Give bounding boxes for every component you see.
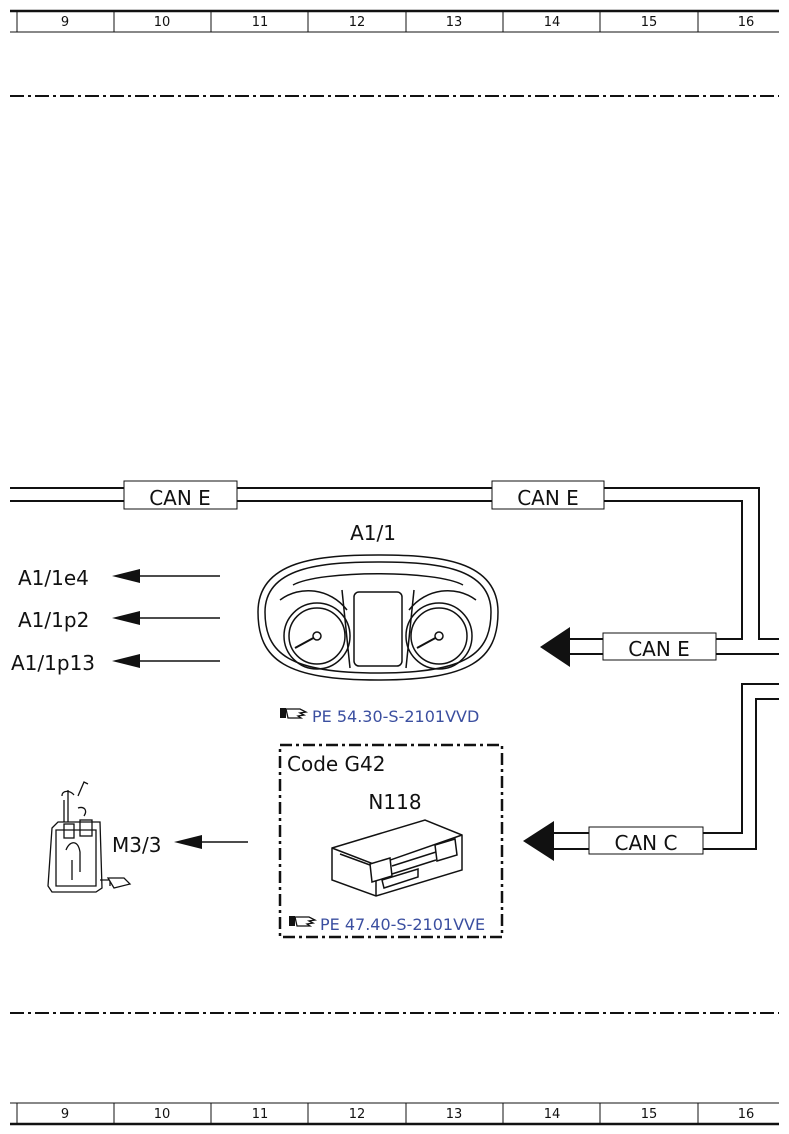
cluster-reference[interactable]: PE 54.30-S-2101VVD bbox=[280, 707, 479, 726]
module-reference-link[interactable]: PE 47.40-S-2101VVE bbox=[320, 915, 485, 934]
grid-col-10: 10 bbox=[154, 15, 171, 30]
can-e-bus-lines bbox=[10, 487, 779, 655]
grid-bottom-col-16: 16 bbox=[738, 1107, 755, 1122]
cluster-output-p2-label: A1/1p2 bbox=[18, 608, 89, 632]
can-e-label-right: CAN E bbox=[491, 480, 605, 510]
module-n118-label: N118 bbox=[368, 790, 421, 814]
cluster-reference-link[interactable]: PE 54.30-S-2101VVD bbox=[312, 707, 479, 726]
can-c-label-text: CAN C bbox=[615, 831, 678, 855]
grid-bottom-col-11: 11 bbox=[252, 1107, 269, 1122]
grid-col-9: 9 bbox=[61, 15, 69, 30]
cluster-output-e4: A1/1e4 bbox=[18, 566, 220, 590]
cluster-title: A1/1 bbox=[350, 521, 396, 545]
can-e-label-right-text: CAN E bbox=[517, 486, 579, 510]
grid-bottom-col-9: 9 bbox=[61, 1107, 69, 1122]
can-c-input-arrow bbox=[523, 821, 554, 861]
can-e-label-cluster: CAN E bbox=[602, 632, 717, 661]
grid-col-14: 14 bbox=[544, 15, 561, 30]
bottom-grid-ruler: 9 10 11 12 13 14 15 16 bbox=[10, 1102, 779, 1126]
pointing-hand-icon-2 bbox=[289, 916, 318, 927]
grid-bottom-col-14: 14 bbox=[544, 1107, 561, 1122]
cluster-output-p2: A1/1p2 bbox=[18, 608, 220, 632]
cluster-output-p13: A1/1p13 bbox=[11, 651, 220, 675]
grid-col-13: 13 bbox=[446, 15, 463, 30]
option-code-label: Code G42 bbox=[287, 752, 386, 776]
module-reference[interactable]: PE 47.40-S-2101VVE bbox=[289, 915, 485, 934]
grid-col-15: 15 bbox=[641, 15, 658, 30]
grid-bottom-col-10: 10 bbox=[154, 1107, 171, 1122]
grid-col-11: 11 bbox=[252, 15, 269, 30]
grid-col-12: 12 bbox=[349, 15, 366, 30]
grid-bottom-col-12: 12 bbox=[349, 1107, 366, 1122]
can-e-label-left-text: CAN E bbox=[149, 486, 211, 510]
grid-bottom-col-13: 13 bbox=[446, 1107, 463, 1122]
fuel-pump-icon bbox=[47, 781, 132, 893]
grid-col-16: 16 bbox=[738, 15, 755, 30]
can-e-input-arrow bbox=[540, 627, 570, 667]
instrument-cluster-icon bbox=[257, 554, 499, 681]
can-e-label-cluster-text: CAN E bbox=[628, 637, 690, 661]
pointing-hand-icon bbox=[280, 708, 309, 719]
can-e-label-left: CAN E bbox=[123, 480, 238, 510]
cluster-output-e4-label: A1/1e4 bbox=[18, 566, 89, 590]
cluster-output-p13-label: A1/1p13 bbox=[11, 651, 95, 675]
control-unit-icon bbox=[331, 819, 463, 897]
can-c-label: CAN C bbox=[588, 826, 704, 855]
pump-label: M3/3 bbox=[112, 833, 161, 857]
option-code-box bbox=[278, 743, 504, 939]
can-c-bus-lines bbox=[554, 683, 779, 850]
pump-arrow-head bbox=[174, 835, 202, 849]
grid-bottom-col-15: 15 bbox=[641, 1107, 658, 1122]
top-grid-ruler: 9 10 11 12 13 14 15 16 bbox=[10, 9, 779, 33]
